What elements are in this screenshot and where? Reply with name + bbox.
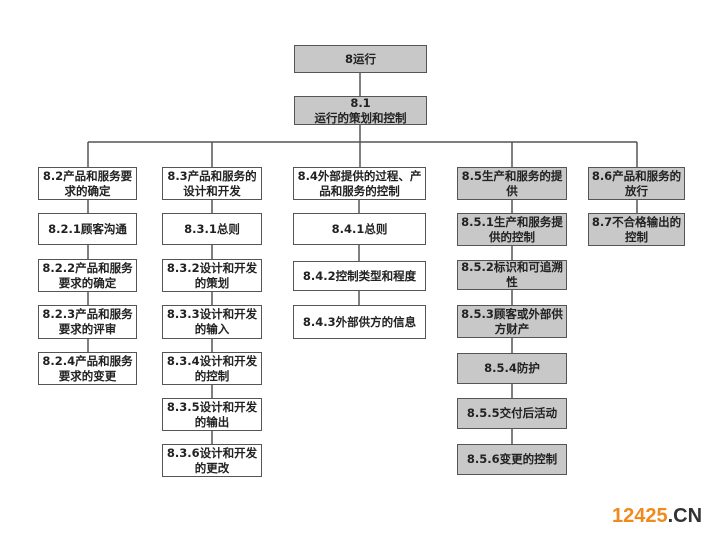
node-label: 8.5.6变更的控制 [466,452,558,466]
node-8-2-3: 8.2.3产品和服务要求的评审 [38,305,137,339]
node-label: 8.7不合格输出的控制 [591,214,682,244]
node-8-5-6: 8.5.6变更的控制 [457,444,567,475]
node-label: 8运行 [344,51,376,66]
node-8-5-1: 8.5.1生产和服务提供的控制 [457,213,567,246]
node-label: 8.4.1总则 [331,221,388,236]
node-8-5-4: 8.5.4防护 [457,353,567,384]
node-8-3-1: 8.3.1总则 [162,213,262,245]
node-label: 8.5生产和服务的提供 [461,168,563,198]
node-8-3-6: 8.3.6设计和开发的更改 [162,444,262,477]
node-8-4: 8.4外部提供的过程、产品和服务的控制 [293,167,426,200]
node-label: 8.2.1顾客沟通 [48,221,127,236]
node-label: 8.1 [350,95,371,110]
node-label: 8.2产品和服务要求的确定 [42,168,133,198]
node-8-3-5: 8.3.5设计和开发的输出 [162,398,262,431]
node-root: 8运行 [294,45,427,73]
node-label: 8.3.3设计和开发的输入 [166,307,258,336]
node-8-4-3: 8.4.3外部供方的信息 [293,305,426,339]
node-8-6: 8.6产品和服务的放行 [588,167,685,200]
node-label: 8.6产品和服务的放行 [591,168,682,198]
node-8-3-4: 8.3.4设计和开发的控制 [162,352,262,385]
node-label: 8.5.2标识和可追溯性 [461,260,563,289]
node-label: 8.5.5交付后活动 [466,406,558,420]
watermark-number: 12425 [612,505,668,527]
watermark: 12425.CN [612,505,702,528]
node-8-2: 8.2产品和服务要求的确定 [38,167,137,200]
node-8-2-1: 8.2.1顾客沟通 [38,213,137,245]
node-label: 8.2.3产品和服务要求的评审 [42,307,133,336]
node-label: 8.3产品和服务的设计和开发 [167,168,257,198]
node-8-5-5: 8.5.5交付后活动 [457,398,567,429]
node-label: 8.5.4防护 [484,361,540,375]
node-label: 8.5.1生产和服务提供的控制 [461,214,563,244]
node-8-3-2: 8.3.2设计和开发的策划 [162,259,262,292]
node-8-5-3: 8.5.3顾客或外部供方财产 [457,305,567,338]
node-8-4-2: 8.4.2控制类型和程度 [293,261,426,291]
node-label: 8.5.3顾客或外部供方财产 [461,306,563,336]
node-label: 8.4外部提供的过程、产品和服务的控制 [297,168,422,198]
node-8-3-3: 8.3.3设计和开发的输入 [162,305,262,339]
node-label: 8.4.2控制类型和程度 [302,268,417,283]
node-label: 运行的策划和控制 [314,110,407,125]
node-8-5: 8.5生产和服务的提供 [457,167,567,200]
node-8-2-2: 8.2.2产品和服务要求的确定 [38,259,137,292]
node-8-7: 8.7不合格输出的控制 [588,213,685,246]
node-8-5-2: 8.5.2标识和可追溯性 [457,260,567,290]
node-label: 8.3.4设计和开发的控制 [166,353,258,383]
watermark-suffix: .CN [667,505,703,527]
node-label: 8.2.2产品和服务要求的确定 [42,260,133,290]
node-label: 8.3.5设计和开发的输出 [166,399,258,429]
node-label: 8.4.3外部供方的信息 [302,314,417,329]
node-label: 8.3.6设计和开发的更改 [166,445,258,475]
node-label: 8.2.4产品和服务要求的变更 [42,353,133,383]
node-label: 8.3.2设计和开发的策划 [166,260,258,290]
node-8-3: 8.3产品和服务的设计和开发 [162,167,262,200]
node-8-4-1: 8.4.1总则 [293,213,426,245]
node-8-2-4: 8.2.4产品和服务要求的变更 [38,352,137,385]
node-label: 8.3.1总则 [184,221,240,236]
